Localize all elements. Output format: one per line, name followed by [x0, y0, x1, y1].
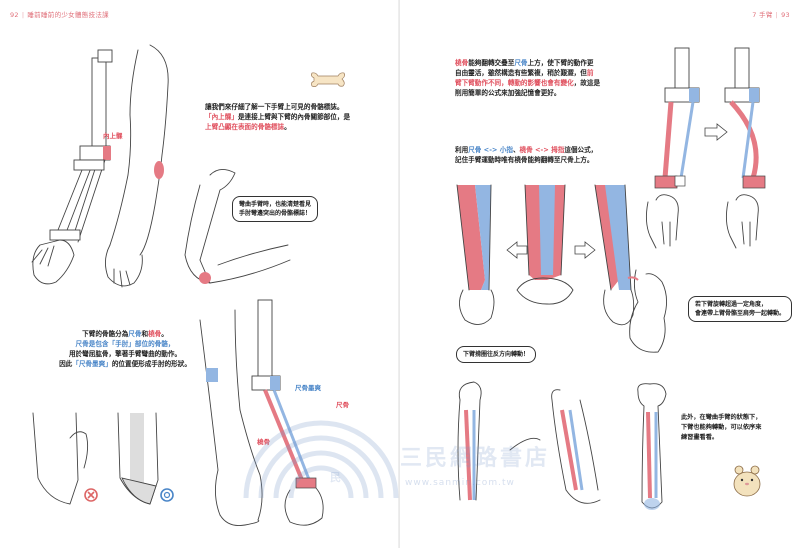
- arm-skeleton-illustration: [31, 49, 113, 285]
- torso-illustration: [627, 269, 667, 353]
- ulna-head-label: 尺骨墨爽: [295, 384, 321, 392]
- bent-forearm-rotation-illustration: [457, 381, 601, 504]
- radius-line-1-mid: 能夠翻轉交疊至: [468, 59, 515, 67]
- radius-thumb-term: 橈骨 <-> 拇指: [519, 146, 565, 154]
- upper-arm-rotation-bubble: 若下臂旋轉超過一定角度， 會連帶上臂骨骼至肩旁一起轉動。: [688, 296, 793, 322]
- radius-term: 橈骨: [455, 59, 469, 67]
- elbow-speech-bubble: 彎曲手臂時，也能清楚看見 手肘彎邊突出的骨骼標誌！: [232, 196, 319, 222]
- formula-line-1-start: 利用: [455, 146, 469, 154]
- forearm-bones-illustration: [199, 299, 324, 526]
- upper-bubble-line-2: 會連帶上臂骨骼至肩旁一起轉動。: [695, 310, 786, 317]
- right-page-header: 7 手臂|93: [752, 11, 790, 19]
- bone-landmark-term: 凸顯在表面的骨骼標誌: [218, 123, 285, 131]
- watermark-mark: 民: [330, 471, 344, 484]
- ulna-label: 尺骨: [336, 401, 349, 409]
- ulna-head-term: 「尺骨墨爽」: [72, 360, 112, 368]
- formula-line-1-end: 這個公式，: [564, 146, 598, 154]
- bent-text-line-3: 練習畫看看。: [681, 434, 719, 441]
- bones-line-4-start: 因此: [59, 360, 73, 368]
- chapter-title: 7 手臂: [752, 11, 773, 19]
- left-page-header: 92|睡前睡前的少女體態技法課: [10, 11, 109, 19]
- elbow-bubble-line-2: 手肘彎邊突出的骨骼標誌！: [239, 210, 312, 217]
- intro-line-1: 讓我們來仔細了解一下手臂上可見的骨骼標誌。: [205, 103, 344, 111]
- bones-line-3: 用於彎屈肱骨，擎著手臂彎曲的動作。: [68, 350, 182, 358]
- hands-illustration: [645, 194, 759, 249]
- left-page-number: 92: [10, 11, 19, 19]
- watermark-text: 三民網路書店: [400, 446, 551, 471]
- forearm-rotation-illustration: [456, 184, 635, 326]
- bent-text-line-2: 下臂也能夠轉動，可以依序來: [681, 424, 762, 431]
- ulna-pinky-term: 尺骨 <-> 小指: [468, 146, 513, 154]
- book-title: 睡前睡前的少女體態技法課: [27, 11, 109, 19]
- formula-line-1-mid: 、: [512, 146, 520, 154]
- bones-line-2: 尺骨是包含「手肘」部位的骨骼，: [75, 340, 175, 348]
- radius-line-2: 自由靈活，雖然構造有些繁複，稍於艱澀，但: [455, 69, 587, 77]
- hamster-icon: [733, 465, 761, 497]
- elbow-bubble-line-1: 彎曲手臂時，也能清楚看見: [239, 201, 312, 208]
- radius-line-3-end: ，故這是: [573, 79, 601, 87]
- bent-arm-text: 此外，在彎曲手臂的狀態下， 下臂也能夠轉動，可以依序來 練習畫看看。: [681, 413, 796, 443]
- ulna-term: 尺骨: [128, 330, 142, 338]
- radius-rotation-text: 橈骨能夠翻轉交疊至尺骨上方，使下臂的動作更 自由靈活，雖然構造有些繁複，稍於艱澀…: [455, 58, 665, 98]
- bones-line-1-end: 。: [161, 330, 168, 338]
- intro-line-3-end: 。: [284, 123, 291, 131]
- radius-line-3-accent: 臂下臂動作不同，轉動的影響也會有變化: [455, 79, 574, 87]
- bones-line-1-start: 下臂的骨骼分為: [82, 330, 129, 338]
- right-page: 7 手臂|93 橈骨能夠翻轉交疊至尺骨上方，使下臂的動作更 自由靈活，雖然構造有…: [400, 0, 800, 548]
- thumb-rotation-bubble: 下臂揹圈往反方向轉動！: [456, 346, 537, 363]
- bones-line-1-mid: 和: [141, 330, 149, 338]
- arm-outline-illustration: [105, 44, 169, 288]
- left-page: 92|睡前睡前的少女體態技法課 內上髁: [10, 11, 395, 526]
- ulna-term: 尺骨: [514, 59, 528, 67]
- watermark-url: www.sanmin.com.tw: [405, 478, 515, 488]
- formula-line-2: 記住手臂運動時唯有橈骨能夠翻轉至尺骨上方。: [455, 156, 594, 164]
- bones-line-4-end: 的位置便形成手肘的形狀。: [111, 360, 191, 368]
- intro-line-2: 是連接上臂與下臂的內骨關節部位，是: [237, 113, 351, 121]
- formula-text: 利用尺骨 <-> 小指、橈骨 <-> 拇指這個公式， 記住手臂運動時唯有橈骨能夠…: [455, 145, 675, 165]
- watermark-logo: [243, 420, 399, 499]
- raised-fist-illustration: [637, 383, 667, 510]
- inner-condyle-label: 內上髁: [103, 132, 123, 140]
- bone-icon: [310, 72, 346, 88]
- radius-line-1-end: 上方，使下臂的動作更: [527, 59, 594, 67]
- bones-text: 下臂的骨骼分為尺骨和橈骨。 尺骨是包含「手肘」部位的骨骼， 用於彎屈肱骨，擎著手…: [40, 329, 210, 369]
- upper-bubble-line-1: 若下臂旋轉超過一定角度，: [695, 301, 768, 308]
- bone-rotation-diagram: [654, 47, 766, 189]
- wrist-comparison-illustration: [32, 412, 174, 505]
- radius-line-2-accent: 前: [586, 69, 594, 77]
- bent-arm-illustration: [184, 169, 291, 284]
- right-page-number: 93: [781, 11, 790, 19]
- thumb-bubble-text: 下臂揹圈往反方向轉動！: [463, 351, 530, 358]
- intro-text: 讓我們來仔細了解一下手臂上可見的骨骼標誌。 「內上髁」是連接上臂與下臂的內骨關節…: [205, 102, 395, 132]
- radius-label: 橈骨: [257, 438, 270, 446]
- inner-condyle-term: 「內上髁」: [205, 113, 238, 121]
- radius-term: 橈骨: [148, 330, 162, 338]
- bent-text-line-1: 此外，在彎曲手臂的狀態下，: [681, 414, 762, 421]
- radius-line-4: 削用簡單的公式來加強記憶會更好。: [455, 89, 561, 97]
- upper-arm-term: 上臂: [205, 123, 219, 131]
